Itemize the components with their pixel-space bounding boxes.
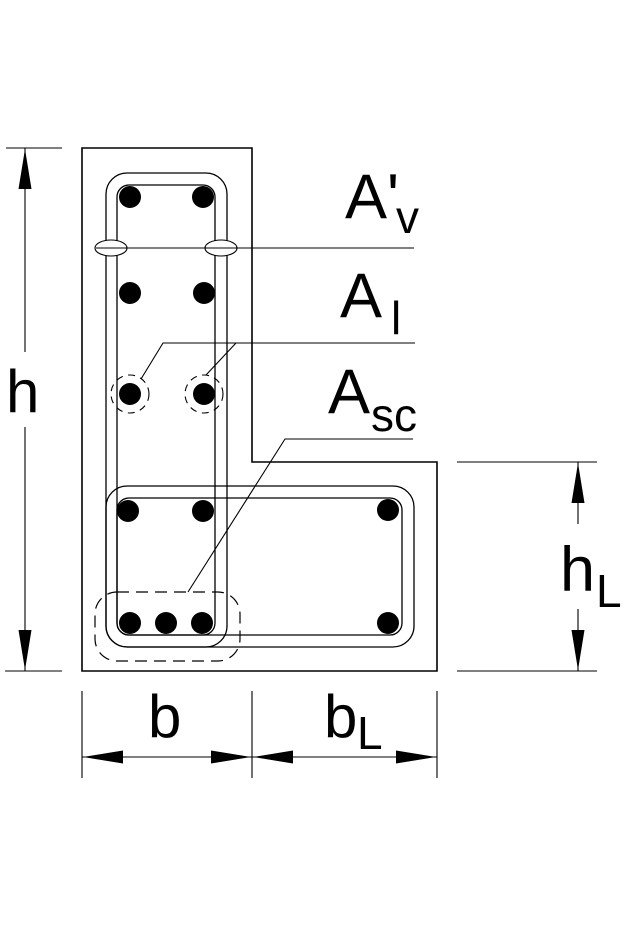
rebar-dot [117, 500, 139, 522]
concrete-outline [81, 147, 438, 672]
rebar-dot [119, 383, 141, 405]
highlight-circles [110, 374, 224, 414]
arrow-down-icon [571, 630, 585, 670]
arrow-up-icon [571, 463, 585, 503]
svg-text:sc: sc [371, 389, 417, 441]
rebar-dot [193, 282, 215, 304]
dimension-hL: h L [457, 461, 622, 672]
rebar-dot [155, 612, 177, 634]
rebar-dot [193, 383, 215, 405]
dimension-b: b b L [81, 683, 438, 778]
dimension-b-label: b [148, 683, 181, 750]
arrow-up-icon [18, 149, 32, 189]
label-compression-area: A sc [328, 357, 417, 441]
rebar-dot [377, 499, 399, 521]
label-longitudinal-area: A l [340, 261, 401, 344]
rebar-dot [119, 612, 141, 634]
svg-text:A: A [340, 261, 382, 331]
svg-text:A: A [328, 357, 370, 427]
compression-bars-dashed-region [94, 591, 241, 662]
rebar-dot [192, 500, 214, 522]
leader-compression-area [187, 438, 413, 593]
rebar-dot [119, 186, 141, 208]
rebar-dot [377, 612, 399, 634]
rebar-dot [192, 186, 214, 208]
dimension-bL-subscript: L [357, 707, 383, 759]
rebar-dots [117, 186, 399, 634]
rebar-dot [191, 612, 213, 634]
arrow-left-icon [83, 750, 123, 764]
highlight-dashed-circle [184, 374, 224, 414]
dimension-hL-label: h [560, 535, 595, 605]
leader-longitudinal-area [140, 342, 415, 380]
arrow-right-icon [211, 750, 251, 764]
arrow-right-icon [396, 750, 436, 764]
svg-text:l: l [391, 292, 401, 344]
dimension-h: h [5, 147, 62, 672]
flange-stirrup [105, 485, 415, 648]
rebar-dot [119, 282, 141, 304]
dimension-h-label: h [6, 358, 39, 425]
arrow-left-icon [253, 750, 293, 764]
highlight-dashed-circle [110, 374, 150, 414]
dimension-bL-label: b [324, 683, 357, 750]
dimension-hL-subscript: L [596, 565, 622, 617]
svg-text:v: v [396, 191, 419, 243]
label-stirrup-area: A' v [345, 162, 419, 243]
arrow-down-icon [18, 630, 32, 670]
svg-text:A': A' [345, 162, 399, 232]
